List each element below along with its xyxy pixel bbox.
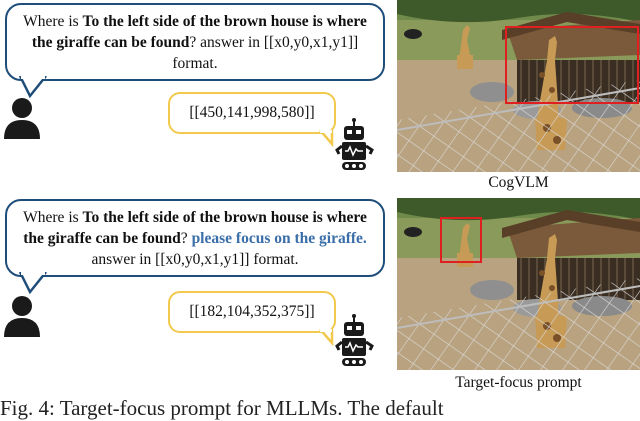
- robot-icon: [335, 314, 374, 366]
- bottom-photo: [397, 198, 640, 370]
- robot-icon: [335, 118, 374, 170]
- question-mid: ?: [180, 229, 192, 247]
- person-icon: [4, 98, 40, 139]
- focus-instruction: please focus on the giraffe.: [191, 229, 367, 247]
- bottom-question-tail: [18, 272, 47, 295]
- top-question-tail: [18, 76, 47, 99]
- question-prefix: Where is: [23, 12, 83, 30]
- question-suffix: ? answer in [[x0,y0,x1,y1]] format.: [172, 33, 359, 72]
- question-prefix: Where is: [23, 208, 83, 226]
- bottom-answer-bubble: [[182,104,352,375]]: [168, 291, 336, 333]
- bottom-answer-tail: [319, 329, 334, 347]
- question-suffix: answer in [[x0,y0,x1,y1]] format.: [91, 250, 299, 268]
- top-photo-caption: CogVLM: [488, 174, 549, 191]
- question-target: To the left side of the brown house is w…: [23, 208, 367, 247]
- person-icon: [4, 296, 40, 337]
- top-photo: [397, 0, 640, 172]
- bottom-photo-caption: Target-focus prompt: [455, 374, 582, 391]
- target-focus-bbox: [440, 217, 482, 263]
- answer-text: [[450,141,998,580]]: [189, 104, 315, 121]
- top-answer-bubble: [[450,141,998,580]]: [168, 92, 336, 134]
- bottom-question-bubble: Where is To the left side of the brown h…: [5, 199, 385, 277]
- answer-text: [[182,104,352,375]]: [189, 303, 315, 320]
- question-target: To the left side of the brown house is w…: [31, 12, 367, 51]
- cogvlm-bbox: [505, 26, 639, 104]
- top-answer-tail: [319, 130, 334, 148]
- figure-caption: Fig. 4: Target-focus prompt for MLLMs. T…: [0, 396, 444, 420]
- top-question-bubble: Where is To the left side of the brown h…: [5, 3, 385, 81]
